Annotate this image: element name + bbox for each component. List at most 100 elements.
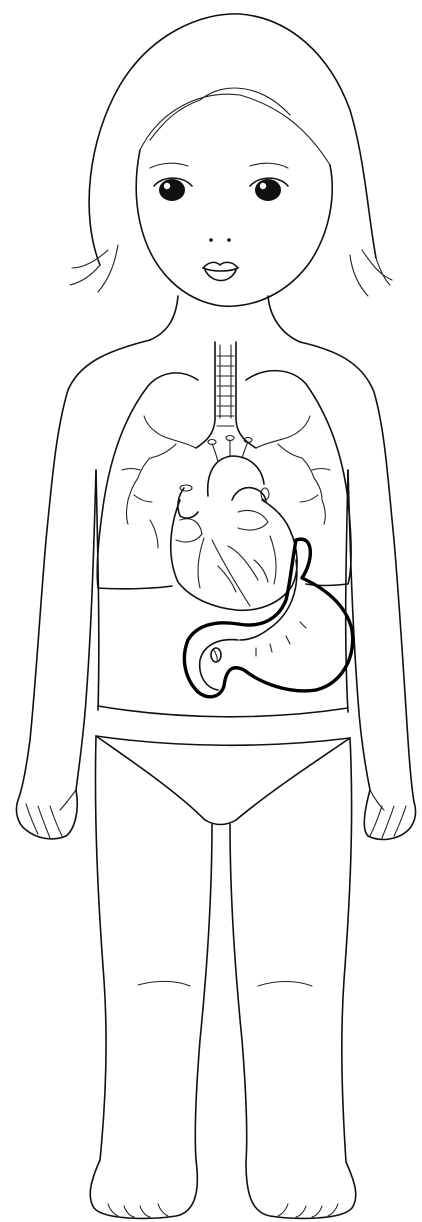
hair-strand-left-3 [98,245,118,292]
aorta-branch-1 [212,444,218,462]
hair-strand-right-1 [376,258,390,285]
right-arm-outer [300,342,414,802]
right-leg-inner [230,824,247,1162]
left-bronchus-main [156,432,196,448]
left-lung [97,373,198,589]
hair-strand-right-3 [350,255,368,296]
left-eye-iris [159,179,185,201]
left-bronchus-branch-2 [150,444,176,458]
duodenum-curve [200,640,238,690]
left-bronchus-branch-3 [138,458,150,478]
left-bronchus-branch-5 [122,469,140,471]
left-toe-1 [108,1204,118,1216]
nose-left-nostril [209,238,213,242]
right-foot-outline [246,1162,356,1218]
underwear-left-leg-opening [96,736,205,820]
right-bronchus-branch-5 [312,469,330,471]
torso-and-arms [16,296,415,839]
neck-right [268,296,300,342]
right-bronchus-main [256,432,298,448]
right-finger-3 [370,806,382,836]
right-bronchus-branch-1 [298,416,310,432]
upper-lip [203,262,238,268]
left-atrium [238,510,268,530]
right-bronchus-branch-6 [300,495,318,502]
left-eye [150,163,192,201]
left-toe-2 [124,1206,134,1217]
left-lung-outline [97,373,198,589]
right-lung-outline [246,371,351,586]
left-eyebrow [150,163,188,168]
right-toe-3 [296,1206,306,1217]
hair-part [150,100,200,140]
hair [70,14,392,296]
heart-outline [171,500,297,610]
waistband-top [98,706,348,717]
left-arm-inner [76,470,96,790]
left-hand-outline [16,790,77,839]
bangs-1 [140,94,240,150]
torso-right-side [346,470,348,712]
coronary-vessel-3 [270,536,276,584]
right-lung [246,371,351,586]
right-eyebrow [250,163,288,168]
heart [171,436,297,611]
vena-cava [178,488,198,518]
hair-strand-left-2 [72,250,108,268]
aorta-arch [208,456,264,496]
stomach-fold-1 [300,622,306,628]
right-bronchus-branch-7 [322,500,325,524]
aorta-branch-3 [242,442,248,458]
right-bronchus-branch-3 [302,458,314,478]
face-outline [136,150,332,306]
right-atrium [176,519,202,542]
right-eye-highlight [260,183,266,189]
hair-strand-right-2 [362,250,392,280]
left-bronchus-branch-8 [150,520,158,548]
torso-left-side [96,470,99,710]
right-thumb [370,790,384,810]
left-finger-2 [38,806,50,838]
left-knee [138,981,190,986]
lip-line [203,268,238,271]
stomach [184,539,352,697]
face [136,150,332,306]
left-finger-1 [26,804,38,834]
stomach-fold-3 [270,644,272,652]
trachea-right-wall [236,342,256,448]
trachea [196,342,256,448]
left-bronchus-branch-7 [127,500,129,524]
left-toe-3 [140,1206,150,1217]
left-thumb [60,790,76,810]
mouth [203,262,238,280]
right-finger-2 [382,806,394,838]
coronary-vessel-1 [198,538,204,588]
right-knee [258,982,312,987]
right-foot [246,1162,356,1218]
interventricular-groove [212,540,250,606]
left-leg-inner [195,824,212,1160]
neck-left [150,296,178,340]
underwear-crotch [205,820,236,825]
stomach-outer [184,539,352,697]
coronary-vessel-5 [254,560,268,582]
right-toe-4 [278,1204,288,1216]
right-finger-1 [394,806,406,836]
left-leg-outer [95,736,106,1160]
vena-cava-opening [180,485,192,491]
right-toe-2 [312,1206,322,1217]
left-bronchus-branch-6 [134,495,152,502]
underwear-right-leg-opening [236,738,350,820]
coronary-vessel-2 [228,546,258,580]
right-eye [250,163,288,201]
left-foot [90,1160,197,1218]
nose-right-nostril [227,238,231,242]
waistband-bottom [96,736,350,745]
left-bronchus-branch-1 [144,416,156,432]
stomach-fold-2 [286,636,290,644]
trachea-left-wall [196,342,215,448]
pylorus-detail [214,650,217,662]
legs [90,736,356,1218]
